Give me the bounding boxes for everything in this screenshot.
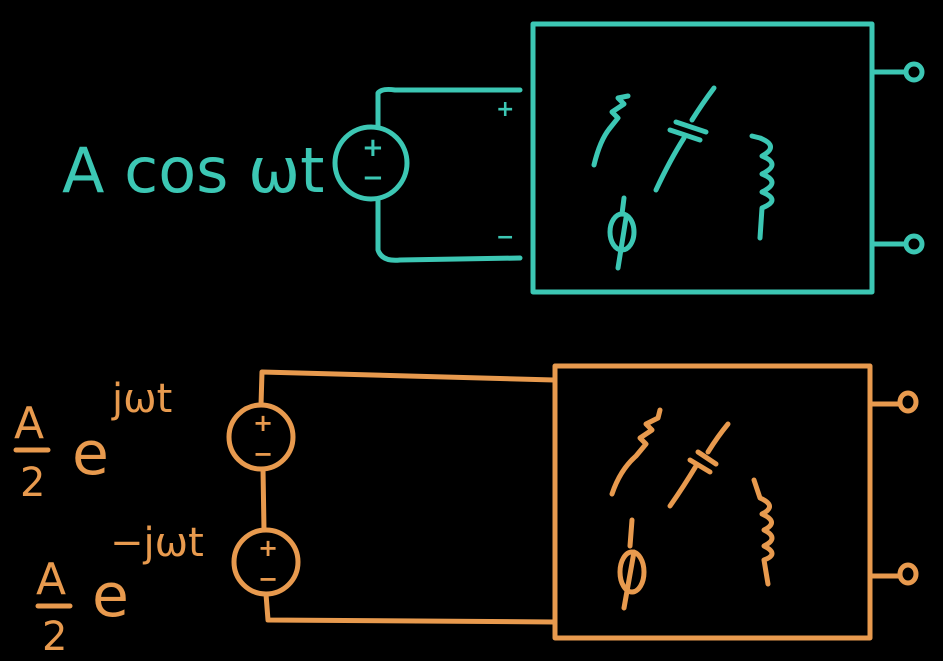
cosine-voltage-source-icon: [332, 124, 410, 202]
source1-base: e: [72, 419, 109, 489]
source-plus-sign: +: [362, 133, 384, 163]
source1-coef-numerator: A: [14, 398, 44, 449]
source2-minus-sign: −: [258, 565, 278, 593]
source2-coef-numerator: A: [36, 554, 66, 605]
source1-coef-denominator: 2: [20, 460, 45, 506]
output-terminal-top-icon-orange: [897, 390, 919, 414]
capacitor-plate-2-orange: [695, 449, 719, 467]
linear-network-box: [530, 21, 875, 295]
inductor-icon: [749, 133, 775, 241]
output-terminal-bottom-icon: [903, 233, 925, 255]
output-terminal-top-icon: [903, 61, 925, 83]
capacitor-lead-lower-orange: [667, 463, 699, 509]
bottom-wire-orange: [263, 591, 557, 625]
source2-plus-sign: +: [258, 534, 278, 562]
capacitor-lead-upper-orange: [705, 421, 731, 455]
source1-minus-sign: −: [253, 440, 273, 468]
source1-exponent: jωt: [111, 376, 172, 422]
element-lead-top: [619, 195, 627, 217]
capacitor-plate-1: [667, 127, 703, 143]
source2-coef-denominator: 2: [42, 614, 67, 660]
output-terminal-bottom-icon-orange: [897, 562, 919, 586]
bottom-circuit: A 2 e jωt A 2 e −jωt + − + −: [13, 363, 919, 660]
capacitor-plate-2: [673, 119, 709, 135]
cosine-source-label: A cos ωt: [62, 134, 324, 207]
capacitor-lead-upper: [689, 85, 717, 123]
source-minus-sign: −: [362, 163, 384, 193]
top-wire: [375, 86, 523, 130]
source2-exponent: −jωt: [110, 520, 204, 566]
element-lead-top-orange: [627, 517, 635, 549]
resistor-icon-orange: [609, 407, 663, 497]
source2-base: e: [92, 561, 129, 631]
capacitor-lead-lower: [653, 135, 687, 193]
top-circuit: A cos ωt + − + −: [62, 21, 925, 295]
linear-network-box-orange: [552, 363, 873, 641]
capacitor-plate-1-orange: [687, 457, 713, 475]
resistor-icon: [591, 93, 631, 168]
element-lead-through: [615, 215, 629, 271]
series-wire: [260, 466, 267, 533]
element-lead-through-orange: [621, 549, 637, 611]
source1-plus-sign: +: [253, 409, 273, 437]
box-minus-terminal-sign: −: [496, 225, 514, 250]
top-wire-orange: [258, 369, 557, 408]
box-plus-terminal-sign: +: [496, 97, 514, 122]
inductor-icon-orange: [751, 477, 775, 587]
bottom-wire: [375, 196, 523, 263]
